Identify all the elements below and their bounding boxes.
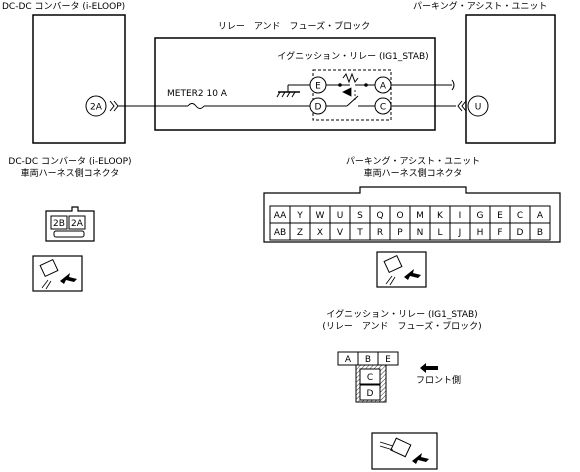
parking-pin-i: I [459, 211, 462, 221]
plug-icon [32, 255, 83, 292]
relay-pin-e-cell [377, 351, 399, 366]
parking-pin-r: R [377, 228, 383, 238]
parking-pin-m: M [416, 211, 424, 221]
parking-pin-y: Y [296, 211, 303, 221]
dcdc-converter-box [32, 14, 126, 144]
parking-pin-x: X [317, 228, 323, 238]
parking-pin-l: L [437, 228, 442, 238]
dcdc-pin-2b: 2B [53, 219, 65, 229]
fuse-label: METER2 10 A [167, 89, 227, 99]
parking-pin-s: S [357, 211, 363, 221]
parking-pin-c: C [517, 211, 523, 221]
parking-pin-u: U [337, 211, 344, 221]
ig-relay-title: イグニッション・リレー (IG1_STAB) [277, 52, 429, 62]
parking-harness-connector-shell [263, 186, 561, 243]
front-side-label: フロント側 [416, 376, 462, 386]
relay-pin-b: B [365, 355, 371, 365]
ig-relay-outline [312, 69, 392, 121]
relay-switch-contact [346, 95, 359, 107]
parking-pin-h: H [477, 228, 484, 238]
plug-icon-3 [371, 432, 438, 470]
parking-pin-o: O [396, 211, 403, 221]
dcdc-connector-title: DC-DC コンバータ (i-ELOOP) [8, 157, 132, 167]
parking-assist-box [465, 14, 556, 144]
parking-pin-k: K [437, 211, 444, 221]
dcdc-connector-symbol [109, 100, 119, 112]
parking-pin-n: N [417, 228, 424, 238]
parking-connector-title: パーキング・アシスト・ユニット [345, 157, 481, 167]
parking-pin-v: V [337, 228, 344, 238]
relay-terminal-d [309, 97, 327, 115]
relay-connector-subtitle: (リレー アンド フューズ・ブロック) [322, 322, 482, 332]
dcdc-title: DC-DC コンバータ (i-ELOOP) [2, 2, 126, 12]
parking-title: パーキング・アシスト・ユニット [413, 2, 548, 12]
parking-terminal-label: U [475, 103, 482, 113]
parking-pin-aa: AA [274, 211, 287, 221]
relay-fuse-block [154, 37, 436, 131]
relay-terminal-e [309, 76, 327, 94]
parking-pin-t: T [356, 228, 363, 238]
parking-pin-g: G [477, 211, 484, 221]
parking-pin-z: Z [297, 228, 303, 238]
parking-pin-p: P [397, 228, 403, 238]
parking-pin-w: W [316, 211, 325, 221]
relay-diode-symbol [342, 87, 352, 97]
parking-pin-b: B [537, 228, 543, 238]
fuse-symbol [187, 103, 205, 109]
relay-pin-a: A [345, 355, 352, 365]
parking-connector-symbol [457, 100, 467, 112]
relay-terminal-d-label: D [315, 103, 322, 113]
parking-pin-d: D [517, 228, 524, 238]
relay-terminal-a-label: A [380, 82, 387, 92]
dcdc-terminal-2a [85, 95, 107, 117]
relay-connector-pins: A B E CD [337, 351, 399, 401]
dcdc-pin-2a: 2A [71, 219, 84, 229]
dcdc-connector-subtitle: 車両ハーネス側コネクタ [20, 169, 120, 179]
parking-pin-a: A [537, 211, 544, 221]
parking-pin-f: F [497, 228, 502, 238]
parking-terminal-u [467, 95, 489, 117]
wire-continue-mark [451, 79, 455, 91]
parking-pin-q: Q [376, 211, 383, 221]
dcdc-terminal-label: 2A [90, 103, 103, 113]
relay-junction-dot-2 [364, 83, 368, 87]
relay-connector-title: イグニッション・リレー (IG1_STAB) [326, 310, 478, 320]
relay-coil-symbol [342, 72, 359, 84]
relay-pin-e: E [385, 355, 391, 365]
front-arrow-icon [420, 363, 438, 373]
relay-junction-dot [338, 83, 342, 87]
plug-icon-2 [376, 251, 427, 288]
ground-symbol [276, 85, 300, 98]
parking-connector-pins: AA Y W U S Q O M K I G E C A AB Z X V T R P N L J H F D B [269, 205, 551, 241]
parking-pin-j: J [458, 228, 462, 238]
relay-pin-col-c: C [367, 373, 373, 383]
relay-terminal-c-label: C [380, 103, 386, 113]
relay-pin-col-c-cell [359, 368, 381, 385]
relay-pin-col-d-cell [359, 384, 381, 401]
dcdc-harness-connector [45, 206, 95, 242]
parking-pin-ab: AB [274, 228, 286, 238]
parking-pin-b-cell [529, 222, 551, 241]
relay-terminal-e-label: E [315, 82, 321, 92]
parking-connector-subtitle: 車両ハーネス側コネクタ [363, 169, 463, 179]
relay-pin-col-d: D [367, 389, 374, 399]
parking-pin-e: E [497, 211, 503, 221]
relay-block-title: リレー アンド フューズ・ブロック [217, 22, 371, 32]
